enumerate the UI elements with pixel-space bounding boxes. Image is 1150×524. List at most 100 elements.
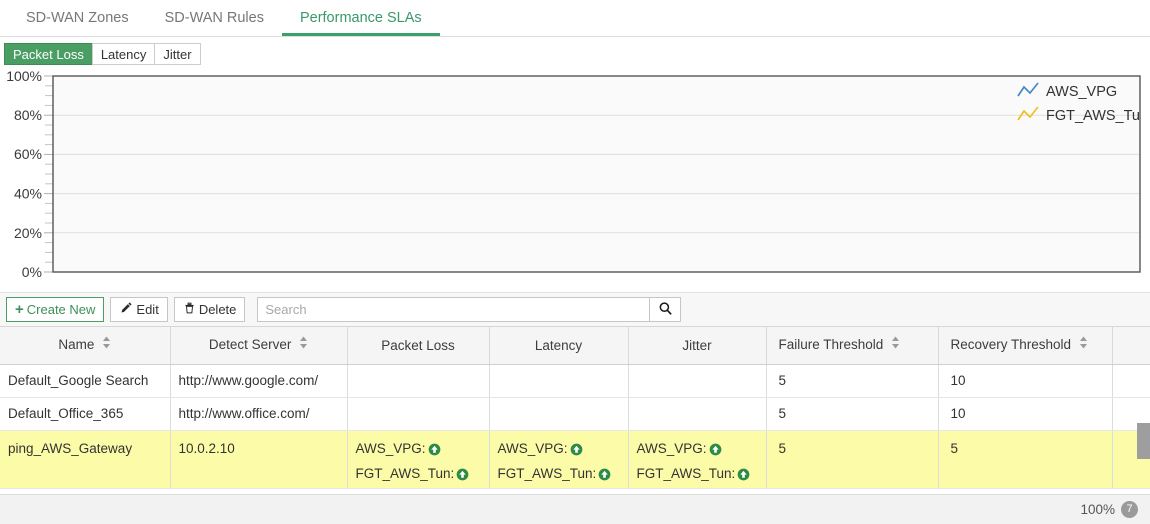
y-tick-label: 0% bbox=[22, 264, 42, 280]
tab-sdwan-rules[interactable]: SD-WAN Rules bbox=[164, 10, 264, 26]
table-vertical-scrollbar[interactable] bbox=[1137, 423, 1150, 459]
edit-button[interactable]: Edit bbox=[110, 297, 168, 322]
column-header-packet-loss[interactable]: Packet Loss bbox=[347, 327, 490, 365]
cell-latency bbox=[489, 397, 629, 431]
column-header-detect-server[interactable]: Detect Server bbox=[170, 327, 348, 365]
cell-recovery-threshold: 10 bbox=[938, 397, 1113, 431]
column-header-jitter[interactable]: Jitter bbox=[628, 327, 767, 365]
cell-jitter: AWS_VPG: FGT_AWS_Tun: bbox=[628, 430, 767, 489]
y-tick-label: 100% bbox=[6, 68, 42, 84]
sort-icon[interactable] bbox=[102, 336, 111, 352]
column-header-latency[interactable]: Latency bbox=[489, 327, 629, 365]
cell-failure-threshold: 5 bbox=[766, 430, 939, 489]
column-label: Jitter bbox=[682, 337, 712, 353]
status-up-icon bbox=[428, 441, 441, 463]
cell-overflow bbox=[1112, 364, 1150, 398]
table-toolbar: + Create New Edit Delete bbox=[0, 292, 1150, 327]
legend-item-fgt-aws-tu[interactable]: FGT_AWS_Tu bbox=[1017, 106, 1140, 124]
line-series-icon bbox=[1017, 82, 1039, 97]
y-tick-label: 60% bbox=[14, 146, 42, 162]
sla-member-entry: FGT_AWS_Tun: bbox=[637, 463, 758, 488]
cell-latency: AWS_VPG: FGT_AWS_Tun: bbox=[489, 430, 629, 489]
sla-member-entry: AWS_VPG: bbox=[637, 438, 758, 463]
cell-packet-loss bbox=[347, 364, 490, 398]
metric-tab-bar: Packet Loss Latency Jitter bbox=[0, 37, 1150, 66]
cell-failure-threshold: 5 bbox=[766, 397, 939, 431]
chart-canvas: 100% 80% 60% 40% 20% 0% AWS_VPG FGT_AWS_… bbox=[6, 68, 1141, 280]
cell-name: Default_Office_365 bbox=[0, 397, 171, 431]
cell-detect-server: http://www.google.com/ bbox=[170, 364, 348, 398]
cell-latency bbox=[489, 364, 629, 398]
chart-y-axis-labels: 100% 80% 60% 40% 20% 0% bbox=[6, 68, 42, 280]
chart-plot-frame bbox=[52, 75, 1141, 273]
metric-tab-jitter[interactable]: Jitter bbox=[154, 42, 201, 65]
chart-legend: AWS_VPG FGT_AWS_Tu bbox=[1017, 82, 1140, 124]
metric-tab-packet-loss[interactable]: Packet Loss bbox=[4, 42, 92, 65]
cell-detect-server: http://www.office.com/ bbox=[170, 397, 348, 431]
status-bar: 100% 7 bbox=[0, 494, 1150, 524]
legend-item-aws-vpg[interactable]: AWS_VPG bbox=[1017, 82, 1117, 100]
cell-recovery-threshold: 10 bbox=[938, 364, 1113, 398]
cell-recovery-threshold: 5 bbox=[938, 430, 1113, 489]
chart-minor-ticks bbox=[45, 85, 53, 263]
cell-jitter bbox=[628, 364, 767, 398]
chart-plot-background bbox=[53, 76, 1140, 272]
y-tick-label: 40% bbox=[14, 186, 42, 202]
sort-icon[interactable] bbox=[1079, 336, 1088, 352]
chart-major-ticks bbox=[44, 75, 53, 273]
legend-label: FGT_AWS_Tu bbox=[1046, 108, 1140, 124]
create-new-button[interactable]: + Create New bbox=[6, 297, 105, 322]
search-button[interactable] bbox=[649, 297, 682, 322]
column-label: Detect Server bbox=[208, 337, 292, 353]
metric-tab-latency[interactable]: Latency bbox=[91, 42, 155, 65]
status-up-icon bbox=[709, 441, 722, 463]
table-header-row: Name Detect Server bbox=[0, 327, 1150, 365]
column-label: Recovery Threshold bbox=[950, 337, 1072, 353]
sort-icon[interactable] bbox=[891, 336, 900, 352]
sla-member-entry: FGT_AWS_Tun: bbox=[498, 463, 620, 488]
table-row[interactable]: Default_Office_365 http://www.office.com… bbox=[0, 397, 1150, 431]
magnifier-icon bbox=[658, 301, 673, 319]
table-row[interactable]: Default_Google Search http://www.google.… bbox=[0, 364, 1150, 398]
legend-label: AWS_VPG bbox=[1046, 84, 1117, 100]
column-label: Latency bbox=[534, 337, 583, 353]
sort-icon[interactable] bbox=[299, 336, 308, 352]
status-up-icon bbox=[598, 466, 611, 488]
pencil-icon bbox=[119, 301, 133, 318]
trash-icon bbox=[183, 301, 196, 318]
cell-jitter bbox=[628, 397, 767, 431]
tab-sdwan-zones[interactable]: SD-WAN Zones bbox=[26, 10, 129, 26]
delete-label: Delete bbox=[198, 302, 237, 317]
sla-member-entry: AWS_VPG: bbox=[498, 438, 620, 463]
column-header-failure-threshold[interactable]: Failure Threshold bbox=[766, 327, 939, 365]
metric-segmented-control: Packet Loss Latency Jitter bbox=[4, 42, 201, 65]
cell-detect-server: 10.0.2.10 bbox=[170, 430, 348, 489]
sla-member-entry: FGT_AWS_Tun: bbox=[356, 463, 481, 488]
y-tick-label: 20% bbox=[14, 225, 42, 241]
cell-packet-loss bbox=[347, 397, 490, 431]
cell-failure-threshold: 5 bbox=[766, 364, 939, 398]
column-header-name[interactable]: Name bbox=[0, 327, 171, 365]
status-up-icon bbox=[570, 441, 583, 463]
column-header-overflow bbox=[1112, 327, 1150, 365]
cell-name: ping_AWS_Gateway bbox=[0, 430, 171, 489]
status-up-icon bbox=[456, 466, 469, 488]
packet-loss-chart: 100% 80% 60% 40% 20% 0% AWS_VPG FGT_AWS_… bbox=[0, 66, 1150, 292]
search-box bbox=[257, 297, 682, 322]
tab-performance-slas[interactable]: Performance SLAs bbox=[281, 0, 440, 36]
delete-button[interactable]: Delete bbox=[173, 297, 246, 322]
search-input[interactable] bbox=[257, 297, 650, 322]
column-label: Name bbox=[58, 337, 95, 353]
edit-label: Edit bbox=[136, 302, 159, 317]
sla-member-entry: AWS_VPG: bbox=[356, 438, 481, 463]
item-count-badge: 7 bbox=[1121, 501, 1138, 518]
table-row[interactable]: ping_AWS_Gateway 10.0.2.10 AWS_VPG: FGT_… bbox=[0, 430, 1150, 489]
table-body: Default_Google Search http://www.google.… bbox=[0, 364, 1150, 489]
cell-packet-loss: AWS_VPG: FGT_AWS_Tun: bbox=[347, 430, 490, 489]
performance-sla-table-container[interactable]: Name Detect Server bbox=[0, 327, 1150, 494]
main-tab-bar: SD-WAN Zones SD-WAN Rules Performance SL… bbox=[0, 0, 1150, 37]
cell-name: Default_Google Search bbox=[0, 364, 171, 398]
plus-icon: + bbox=[15, 301, 24, 318]
column-header-recovery-threshold[interactable]: Recovery Threshold bbox=[938, 327, 1113, 365]
